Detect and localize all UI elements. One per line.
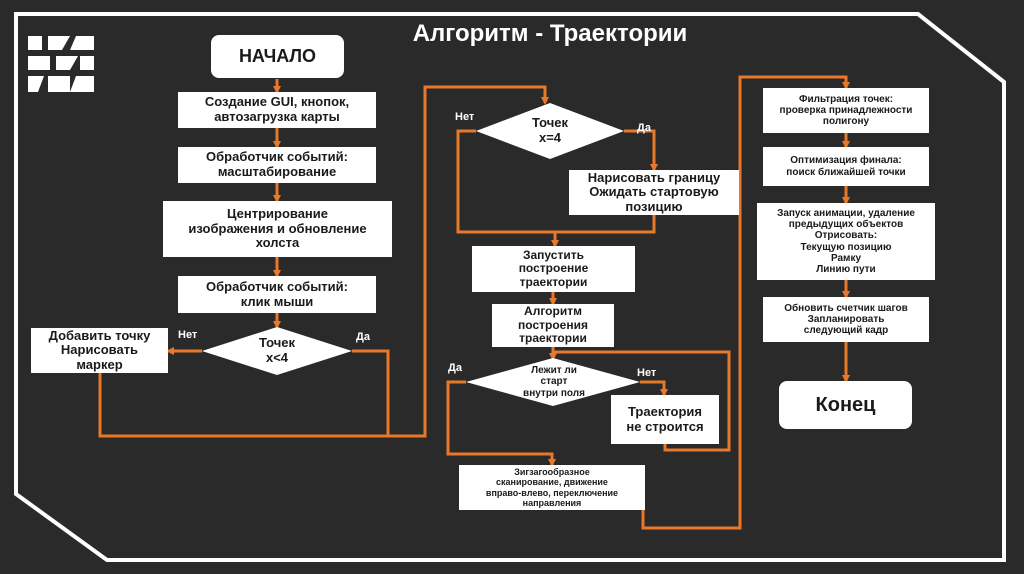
edge-label-lt4-no: Нет	[178, 329, 198, 341]
launch-build-node: Запустить построение траектории	[472, 246, 635, 292]
zigzag-node: Зигзагообразное сканирование, движение в…	[459, 465, 645, 510]
outer-frame	[14, 12, 1006, 562]
edge-eq4-yes	[624, 129, 658, 172]
handler-scale-node: Обработчик событий: масштабирование	[178, 147, 376, 183]
filter-points-node: Фильтрация точек: проверка принадлежност…	[763, 88, 929, 133]
page-title: Алгоритм - Траектории	[412, 20, 688, 47]
centering-node: Центрирование изображения и обновление х…	[163, 201, 392, 257]
decision-start-inside-label: Лежит ли старт внутри поля	[523, 365, 585, 399]
edge-label-eq4-no: Нет	[455, 111, 475, 123]
edge-inside-yes	[446, 380, 556, 467]
brand-logo-icon	[28, 36, 94, 92]
decision-eq4-shape	[476, 103, 624, 159]
update-counter-node: Обновить счетчик шагов Запланировать сле…	[763, 297, 929, 342]
create-gui-node: Создание GUI, кнопок, автозагрузка карты	[178, 92, 376, 128]
handler-click-node: Обработчик событий: клик мыши	[178, 276, 376, 313]
decision-lt4-label: Точек x<4	[258, 335, 296, 365]
draw-border-node: Нарисовать границу Ожидать стартовую поз…	[569, 170, 739, 215]
edge-inside-no	[640, 380, 668, 397]
decision-lt4-shape	[202, 327, 352, 375]
add-point-node: Добавить точку Нарисовать маркер	[31, 328, 168, 373]
edge-label-eq4-yes: Да	[637, 122, 651, 134]
end-node: Конец	[779, 381, 912, 429]
animation-node: Запуск анимации, удаление предыдущих объ…	[757, 203, 935, 280]
edge-addpoint-back	[98, 373, 388, 438]
decision-start-inside-shape	[466, 358, 640, 406]
edge-zigzag-to-filter	[641, 75, 850, 530]
start-node: НАЧАЛО	[211, 35, 344, 78]
edge-lt4-yes	[352, 85, 549, 438]
edge-label-lt4-yes: Да	[356, 331, 370, 343]
edge-label-inside-no: Нет	[637, 367, 657, 379]
optimize-node: Оптимизация финала: поиск ближайшей точк…	[763, 147, 929, 186]
edge-label-inside-yes: Да	[448, 362, 462, 374]
not-built-node: Траектория не строится	[611, 395, 719, 444]
decision-eq4-label: Точек x=4	[531, 115, 569, 145]
algorithm-build-node: Алгоритм построения траектории	[492, 304, 614, 347]
edge-eq4-no	[456, 129, 656, 234]
